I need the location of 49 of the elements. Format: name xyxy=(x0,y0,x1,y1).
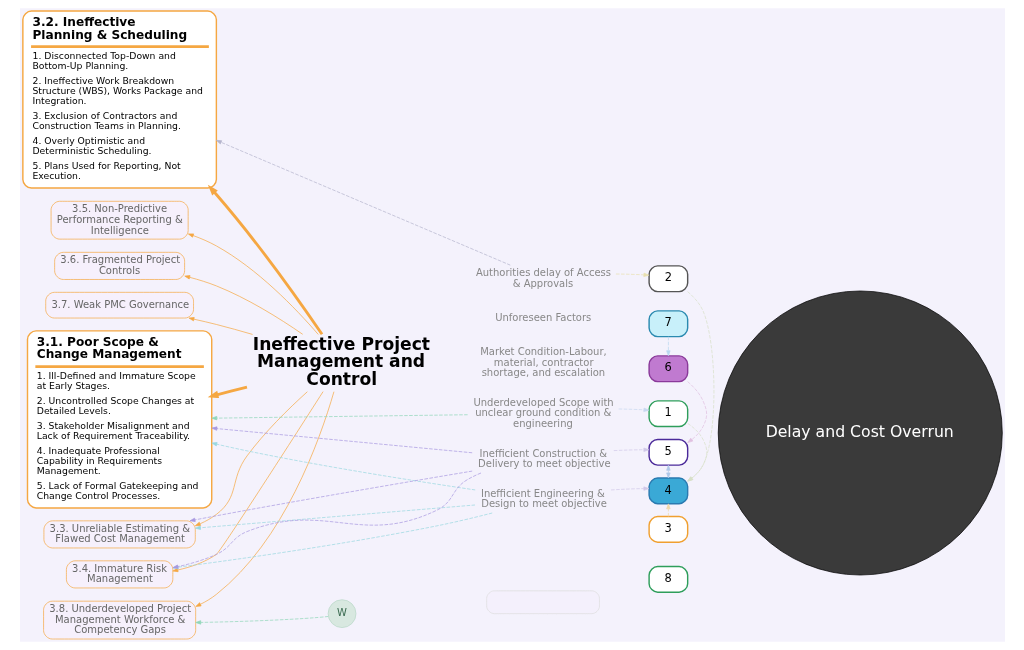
arrow xyxy=(617,407,649,412)
arrow xyxy=(615,272,649,277)
arrow xyxy=(215,140,511,266)
node-box: 4 xyxy=(647,477,688,505)
node-box: 3.2. Ineffective Planning & Scheduling 1. Disconnected Top-Down and Bottom-Up Planning. 2. Ineffective Work Breakdown Structure (WBS), Works Package and Integration. 3. Exclusion of Contractors and Construction Teams in Planning. 4. Overly Optimistic and Deterministic Scheduling. 5. Plans Used for Reporting, Not Execution. xyxy=(21,10,217,189)
arrow xyxy=(686,423,707,482)
node-box: 3.4. Immature Risk Management xyxy=(65,560,173,589)
node-box: 3.3. Unreliable Estimating & Flawed Cost Management xyxy=(43,520,196,549)
arrow xyxy=(210,414,468,421)
node-text: Market Condition-Labour, material, contractor shortage, and escalation xyxy=(479,345,607,379)
arrow xyxy=(211,426,473,454)
node-box: 1 xyxy=(647,400,688,428)
node-box: 7 xyxy=(647,310,688,338)
arrow xyxy=(612,447,649,452)
node-text: Underdeveloped Scope with unclear ground condition & engineering xyxy=(472,396,614,430)
node-text: Inefficient Construction & Delivery to meet objective xyxy=(477,447,611,470)
node-box: 3.7. Weak PMC Governance xyxy=(44,291,194,319)
arrow xyxy=(187,233,319,335)
arrow xyxy=(610,486,649,491)
arrow xyxy=(194,616,329,625)
arrow xyxy=(207,385,247,399)
node-box: 8 xyxy=(647,565,688,593)
arrow xyxy=(188,317,253,335)
node-text: Ineffective Project Management and Control xyxy=(252,334,430,389)
arrow xyxy=(665,503,670,517)
node-box: 3.6. Fragmented Project Controls xyxy=(53,252,185,280)
arrow xyxy=(194,504,475,530)
arrow xyxy=(207,184,323,336)
arrow xyxy=(665,464,670,479)
node-box: 3.5. Non-Predictive Performance Reporting & Intelligence xyxy=(50,200,189,240)
arrow xyxy=(195,391,334,607)
arrow xyxy=(183,275,303,335)
node-text: Inefficient Engineering & Design to meet objective xyxy=(480,487,607,510)
node-circle: Delay and Cost Overrun xyxy=(717,290,1003,576)
node-box: 3.1. Poor Scope & Change Management 1. Ill-Defined and Immature Scope at Early Stages. 2. Uncontrolled Scope Changes at Detailed Levels. 3. Stakeholder Misalignment and Lack of Requirement Traceability. 4. Inadequate Professional Capability in Requirements Management. 5. Lack of Formal Gatekeeping and Change Control Processes. xyxy=(26,330,212,509)
arrow xyxy=(686,381,707,443)
node-box: 6 xyxy=(647,355,688,383)
node-text: Unforeseen Factors xyxy=(494,311,591,323)
arrow xyxy=(189,470,473,522)
arrow xyxy=(194,391,308,527)
node-box: 5 xyxy=(647,438,688,466)
arrow xyxy=(686,291,714,482)
node-box: 3 xyxy=(647,515,688,543)
arrow xyxy=(665,336,670,357)
node-circle: W xyxy=(327,599,356,628)
node-box: 2 xyxy=(647,265,688,293)
node-box: 3.8. Underdeveloped Project Management Workforce & Competency Gaps xyxy=(42,600,196,640)
arrow xyxy=(211,442,476,491)
node-text: Authorities delay of Access & Approvals xyxy=(475,267,611,289)
